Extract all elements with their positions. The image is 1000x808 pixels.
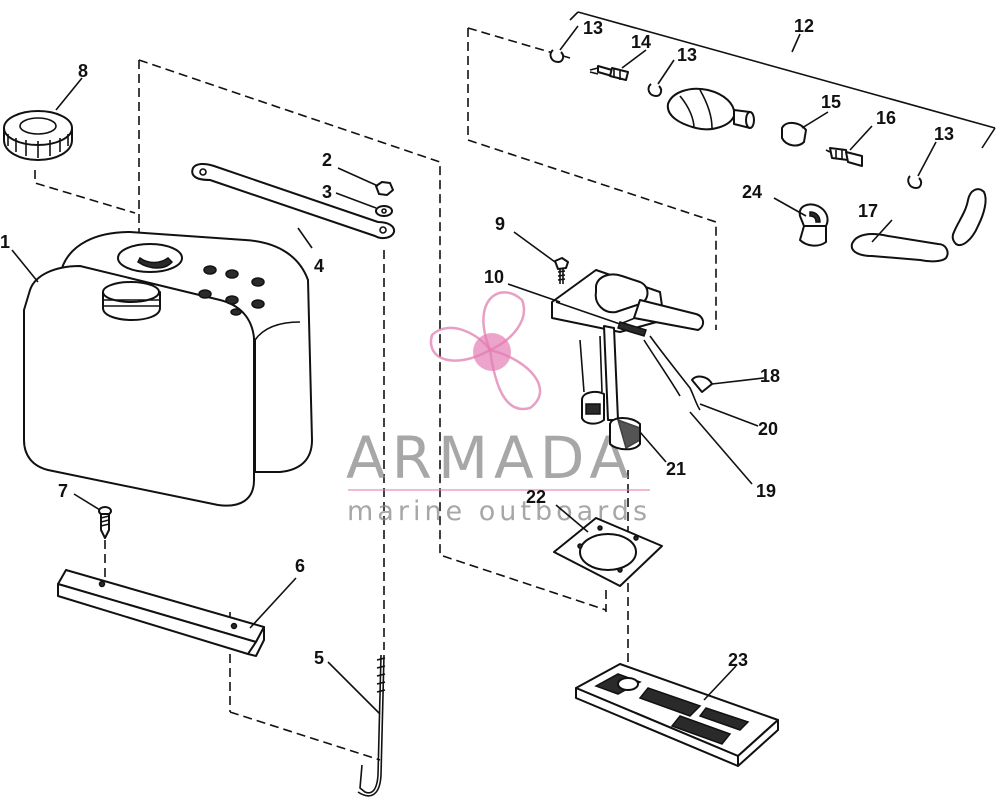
assembly-dashed-lines <box>34 27 717 761</box>
callout-13-right: 13 <box>934 124 954 144</box>
callout-19: 19 <box>756 481 776 501</box>
gasket <box>553 517 663 587</box>
callout-15: 15 <box>821 92 841 112</box>
callout-14: 14 <box>631 32 651 52</box>
callout-22: 22 <box>526 487 546 507</box>
callout-17: 17 <box>858 201 878 221</box>
callout-10: 10 <box>484 267 504 287</box>
fuel-line-assembly-bracket <box>569 11 996 149</box>
propeller-logo <box>429 291 542 411</box>
fuel-tank <box>23 231 313 507</box>
tank-strap <box>191 162 396 240</box>
callout-13-middle: 13 <box>677 45 697 65</box>
callout-18: 18 <box>760 366 780 386</box>
callout-24: 24 <box>742 182 762 202</box>
screw <box>98 506 112 539</box>
callout-labels: 1 2 3 4 5 6 7 8 9 10 12 13 14 13 15 16 1… <box>0 16 954 670</box>
callout-12: 12 <box>794 16 814 36</box>
watermark-brand: ARMADA <box>346 424 635 492</box>
callout-8: 8 <box>78 61 88 81</box>
mounting-bracket <box>57 569 265 657</box>
fuel-line-fittings <box>549 49 923 189</box>
callout-1: 1 <box>0 232 10 252</box>
callout-6: 6 <box>295 556 305 576</box>
callout-13-top: 13 <box>583 18 603 38</box>
callout-7: 7 <box>58 481 68 501</box>
fuel-pickup-unit <box>551 269 713 451</box>
fuel-hose <box>850 188 987 263</box>
leader-lines <box>11 25 937 715</box>
callout-20: 20 <box>758 419 778 439</box>
callout-5: 5 <box>314 648 324 668</box>
filler-cap <box>3 110 73 161</box>
mounting-plate <box>575 663 779 767</box>
callout-4: 4 <box>314 256 324 276</box>
callout-9: 9 <box>495 214 505 234</box>
callout-2: 2 <box>322 150 332 170</box>
nut-and-washer <box>375 181 394 217</box>
callout-16: 16 <box>876 108 896 128</box>
hose-clamp <box>798 203 829 247</box>
callout-23: 23 <box>728 650 748 670</box>
j-bolt <box>357 654 386 797</box>
armada-watermark: ARMADA marine outboards <box>346 291 650 527</box>
pickup-screw <box>554 257 569 284</box>
callout-3: 3 <box>322 182 332 202</box>
callout-21: 21 <box>666 459 686 479</box>
